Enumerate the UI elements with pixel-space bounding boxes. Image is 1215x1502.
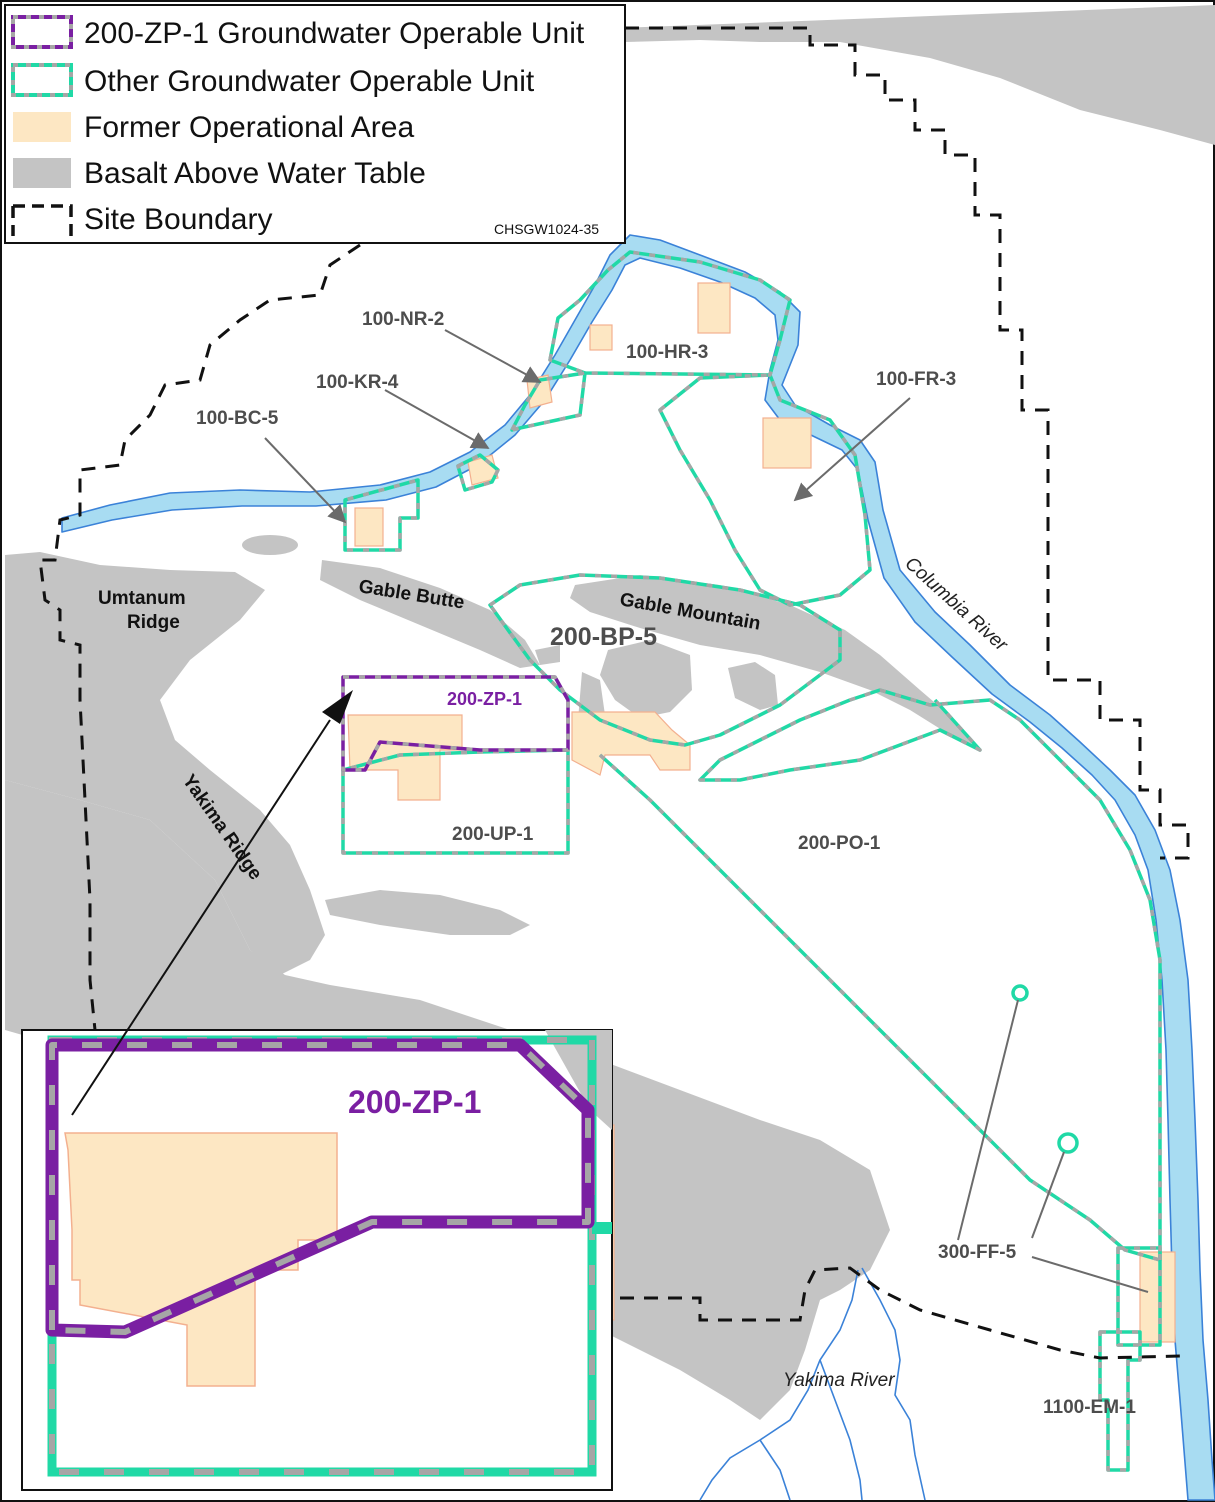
legend-swatch-boundary [11,204,73,236]
legend-item-boundary: Site Boundary [11,203,272,236]
op-area-100-d [589,324,613,351]
op-area-200-east [571,711,691,776]
label-100-hr-3: 100-HR-3 [626,342,708,363]
yakima-river-braid [819,1359,863,1501]
other-operable-units [341,250,1162,1472]
label-100-fr-3: 100-FR-3 [876,369,956,390]
legend-swatch-basalt [13,158,71,188]
label-200-up-1: 200-UP-1 [452,824,534,845]
basalt-central-d [535,645,560,665]
operational-areas [347,282,1176,1343]
unit-labels: 100-NR-2 100-HR-3 100-KR-4 100-BC-5 100-… [196,309,1136,1418]
yakima-river-main [861,1267,926,1501]
basalt-small-1 [242,535,298,555]
label-100-nr-2: 100-NR-2 [362,309,444,330]
site-boundary-line [38,26,1190,1360]
op-area-100-h [697,282,731,334]
ou-300-ff-5-ring-2 [1057,1132,1079,1154]
yakima-river-branch [759,1439,791,1501]
basalt-gable-butte [320,560,540,668]
legend-item-operational: Former Operational Area [13,111,414,144]
legend-item-zp1: 200-ZP-1 Groundwater Operable Unit [11,15,585,50]
yakima-river [699,1267,926,1501]
inset-title: 200-ZP-1 [348,1084,481,1120]
leader-lines [264,329,1149,1293]
legend-label-zp1: 200-ZP-1 Groundwater Operable Unit [84,17,585,50]
op-area-100-b [354,507,384,547]
inset-arrow [71,690,353,1116]
zp1-operable-unit [341,675,570,772]
op-area-100-f [762,417,812,469]
legend-label-boundary: Site Boundary [84,203,272,236]
legend-label-basalt: Basalt Above Water Table [84,157,426,190]
legend-label-other-ou: Other Groundwater Operable Unit [84,65,535,98]
ou-300-ff-5-ring-1 [1011,984,1029,1002]
legend-code: CHSGW1024-35 [494,221,599,237]
ou-100-bc-5 [343,478,420,552]
label-100-kr-4: 100-KR-4 [316,372,399,393]
legend: 200-ZP-1 Groundwater Operable Unit Other… [4,4,626,244]
label-100-bc-5: 100-BC-5 [196,408,279,429]
label-umtanum-1: Umtanum [98,588,186,609]
columbia-river-channel [61,234,1215,1501]
basalt-gable-mountain [570,575,975,745]
basalt-northeast-band [620,5,1215,145]
label-yakima-river: Yakima River [783,1370,895,1391]
columbia-river [61,234,1215,1501]
label-200-bp-5: 200-BP-5 [550,623,657,651]
label-umtanum-2: Ridge [127,612,180,633]
legend-label-operational: Former Operational Area [84,111,414,144]
basalt-central-c [728,662,778,710]
basalt-lens [325,890,530,935]
legend-item-basalt: Basalt Above Water Table [13,157,426,190]
label-300-ff-5: 300-FF-5 [938,1242,1017,1263]
label-200-zp-1: 200-ZP-1 [447,689,522,709]
basalt-central-a [600,640,692,718]
ou-200-bp-5 [488,573,842,747]
basalt-umtanum-ridge [5,552,325,975]
legend-box [4,4,626,244]
zp1-outline [341,675,570,772]
op-area-300 [1139,1251,1176,1343]
site-boundary [38,26,1190,1360]
label-1100-em-1: 1100-EM-1 [1043,1397,1136,1418]
zp1-inset: 200-ZP-1 [21,1029,613,1491]
legend-item-other-ou: Other Groundwater Operable Unit [11,63,535,98]
legend-swatch-operational [13,112,71,142]
yakima-river-side [699,1269,859,1501]
label-200-po-1: 200-PO-1 [798,833,881,854]
